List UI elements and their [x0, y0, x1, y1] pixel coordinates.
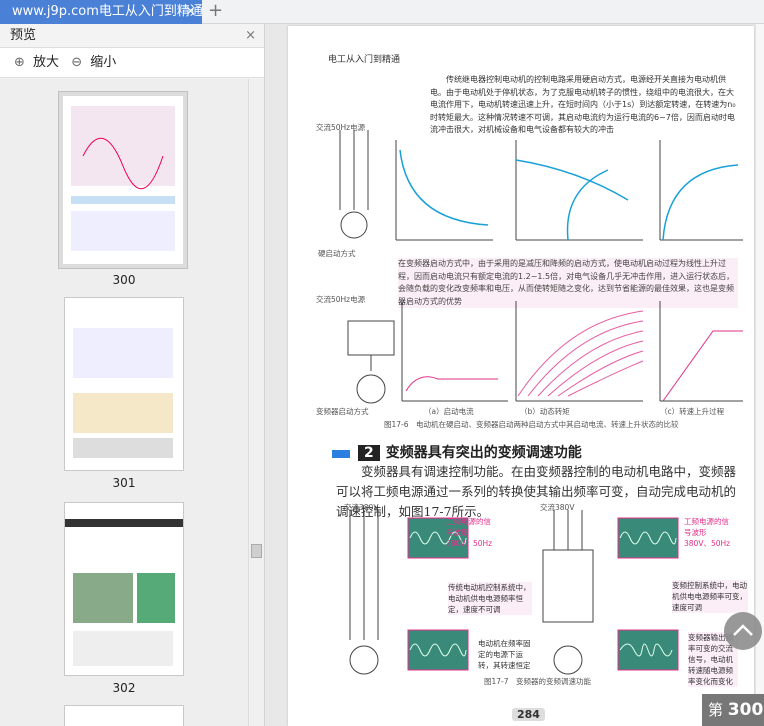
- zoom-out-icon: ⊖: [71, 55, 83, 70]
- tab-document[interactable]: www.j9p.com电工从入门到精通×: [0, 0, 202, 24]
- section-marker-icon: [332, 450, 350, 458]
- callout: 传统电动机控制系统中，电动机供电电源频率恒定，速度不可调: [448, 582, 532, 615]
- label: （a）启动电流: [424, 407, 474, 416]
- figure-caption: 图17-7 变频器的变频调速功能: [484, 677, 592, 686]
- thumbnail-page-303[interactable]: [64, 705, 184, 726]
- tab-title: www.j9p.com电工从入门到精通: [12, 4, 202, 19]
- new-tab-button[interactable]: +: [208, 0, 224, 21]
- label: 硬启动方式: [318, 249, 356, 258]
- thumbnail-label: 300: [112, 273, 136, 287]
- label: 交流50Hz电源: [316, 123, 366, 132]
- zoom-out-button[interactable]: ⊖ 缩小: [71, 55, 117, 70]
- tab-bar: www.j9p.com电工从入门到精通× +: [0, 0, 764, 24]
- callout: 变频控制系统中，电动机供电电源频率可变，速度可调: [672, 580, 748, 613]
- close-tab-icon[interactable]: ×: [185, 4, 196, 19]
- thumbnail-page-302[interactable]: [64, 502, 184, 676]
- body-paragraph: 变频器具有调速控制功能。在由变频器控制的电动机电路中，变频器可以将工频电源通过一…: [336, 464, 737, 519]
- page-indicator: 第 300 页: [702, 694, 764, 726]
- chevron-up-icon: [733, 624, 753, 636]
- sidebar-scrollbar[interactable]: [248, 79, 264, 726]
- label: （c）转速上升过程: [660, 407, 725, 416]
- page-prefix: 第: [708, 701, 724, 719]
- intro-paragraph: 传统继电器控制电动机的控制电路采用硬启动方式，电源经开关直接为电动机供电。由于电…: [430, 75, 736, 134]
- figure-17-6-bottom: [347, 301, 743, 404]
- figure-17-6-top: [339, 130, 743, 241]
- thumbnail-label: 301: [112, 476, 136, 490]
- label: 交流380V: [540, 503, 575, 512]
- section-title: 变频器具有突出的变频调速功能: [385, 445, 582, 461]
- page-number: 284: [512, 708, 545, 721]
- zoom-in-button[interactable]: ⊕ 放大: [14, 55, 60, 70]
- thumbnail-list: 300 301 302: [0, 79, 248, 726]
- vfd-paragraph: 在变频器启动方式中，由于采用的是减压和降频的启动方式，使电动机启动过程为线性上升…: [398, 258, 738, 308]
- callout: 变频器输出频率可变的交流信号，电动机转速随电源频率变化而变化: [688, 632, 738, 687]
- running-header: 电工从入门到精通: [328, 55, 401, 65]
- thumbnail-page-300[interactable]: [58, 91, 188, 269]
- zoom-in-icon: ⊕: [14, 55, 25, 70]
- close-sidebar-icon[interactable]: ×: [245, 28, 256, 43]
- label: 工频电源的信号波形 380V、50Hz: [684, 517, 731, 548]
- callout: 电动机在频率固定的电源下运转，其转速恒定: [478, 639, 531, 670]
- label: （b）动态转矩: [520, 407, 570, 416]
- scroll-to-top-button[interactable]: [724, 612, 762, 650]
- sidebar-title: 预览: [10, 28, 37, 43]
- label: 交流50Hz电源: [316, 295, 366, 304]
- section-number: 2: [358, 445, 380, 461]
- current-page: 300: [727, 700, 764, 720]
- figure-caption: 图17-6 电动机在硬启动、变频器启动两种启动方式中其启动电流、转速上升状态的比…: [384, 420, 679, 429]
- label: 变频器启动方式: [316, 407, 369, 416]
- figure-17-7: [349, 510, 679, 675]
- section-heading: 2 变频器具有突出的变频调速功能: [358, 442, 582, 462]
- label: 交流380V: [344, 503, 379, 512]
- thumbnail-page-301[interactable]: [64, 297, 184, 471]
- main-scrollbar[interactable]: [756, 24, 764, 726]
- thumbnail-label: 302: [112, 681, 136, 695]
- label: 工频电源的信号波形 380V、50Hz: [446, 517, 493, 548]
- scrollbar-thumb[interactable]: [251, 544, 262, 558]
- document-page: 电工从入门到精通 传统继电器控制电动机的控制电路采用硬启动方式，电源经开关直接为…: [288, 26, 754, 726]
